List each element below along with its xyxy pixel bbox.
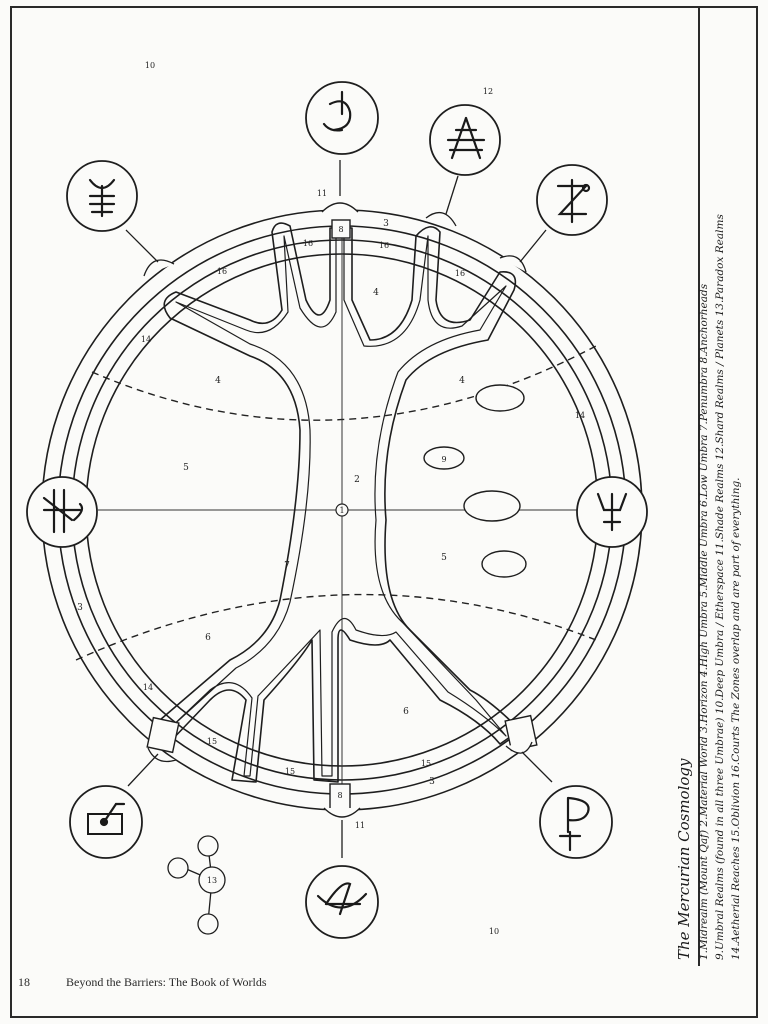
- connector-lower-left: [127, 753, 159, 787]
- low-umbra-boundary: [75, 593, 597, 661]
- pluto-sigil-icon: [558, 796, 590, 852]
- sigil-circle-bottom: [305, 865, 379, 939]
- label-high-umbra-top: 4: [373, 288, 379, 298]
- connector-lower-right: [521, 751, 553, 783]
- label-midrealm: 1: [339, 506, 344, 515]
- label-aether-right: 14: [575, 411, 585, 420]
- diagram-caption: The Mercurian Cosmology 1.Midrealm (Moun…: [672, 60, 744, 960]
- label-aether-left: 14: [141, 335, 151, 344]
- label-shard: 12: [483, 87, 493, 96]
- high-umbra-boundary: [91, 345, 597, 421]
- label-low-umbra-right: 6: [403, 707, 409, 717]
- umbral-realm-1: [475, 384, 525, 412]
- label-penumbra: 7: [284, 561, 290, 571]
- sigil-circle-lower-right: [539, 785, 613, 859]
- midrealm-center: [335, 503, 349, 517]
- label-horizon-top: 3: [383, 219, 389, 229]
- trident-icon: [596, 492, 628, 532]
- connector-left: [125, 229, 159, 263]
- label-oblivion-a: 15: [207, 737, 217, 746]
- label-paradox: 13: [207, 876, 217, 885]
- shade-bump-right: [499, 255, 527, 273]
- label-middle-umbra-right: 5: [441, 553, 447, 563]
- boxed-lever-icon: [87, 802, 126, 835]
- label-court-c: 16: [379, 241, 389, 250]
- label-aether-bottom: 14: [143, 683, 153, 692]
- running-title: Beyond the Barriers: The Book of Worlds: [66, 974, 267, 989]
- label-oblivion-b: 15: [285, 767, 295, 776]
- label-material-world: 2: [354, 475, 360, 485]
- caption-line-2: 9.Umbral Realms (found in all three Umbr…: [714, 214, 726, 960]
- shade-bump-lower-right: [505, 741, 533, 754]
- caption-line-1: 1.Midrealm (Mount Qaf) 2.Material World …: [698, 283, 710, 960]
- caption-title: The Mercurian Cosmology: [675, 758, 693, 960]
- label-middle-umbra-left: 5: [183, 463, 189, 473]
- label-low-umbra-left: 6: [205, 633, 211, 643]
- label-court-b: 16: [303, 239, 313, 248]
- label-deep-umbra-top: 10: [145, 61, 155, 70]
- shade-bump-bottom: [323, 807, 361, 818]
- label-umbral-realm: 9: [441, 455, 446, 464]
- label-deep-umbra-bottom: 10: [489, 927, 499, 936]
- label-court-a: 16: [217, 267, 227, 276]
- label-horizon-bottom: 3: [429, 777, 435, 787]
- umbral-realm-3: [463, 490, 521, 522]
- paradox-cluster: [167, 835, 226, 935]
- shade-bump-lower-left: [147, 747, 177, 763]
- umbral-realm-4: [481, 550, 527, 578]
- shade-bump-upper-right: [425, 211, 457, 227]
- crowned-cross-icon: [88, 178, 116, 218]
- zigzag-sigil-icon: [556, 178, 591, 224]
- shade-bump-left: [143, 259, 175, 277]
- label-high-umbra-right: 4: [459, 376, 465, 386]
- label-anchorhead-top: 8: [338, 225, 343, 234]
- label-oblivion-c: 15: [421, 759, 431, 768]
- label-shade-bottom: 11: [355, 821, 365, 830]
- ladder-a-icon: [446, 116, 486, 160]
- label-shade-top: 11: [317, 189, 327, 198]
- page-footer: 18 Beyond the Barriers: The Book of Worl…: [18, 972, 267, 992]
- page-frame: [10, 6, 758, 1018]
- umbral-realm-2: [423, 446, 465, 470]
- jupiter-arrow-icon: [316, 882, 368, 916]
- anchorhead-top: [331, 219, 351, 239]
- tree-outline-outer: [155, 222, 521, 783]
- label-court-d: 16: [455, 269, 465, 278]
- tree-outline-inner: [167, 235, 507, 777]
- label-anchorhead-bottom: 8: [337, 791, 342, 800]
- connector-right: [519, 229, 547, 263]
- caption-divider: [698, 6, 700, 966]
- label-horizon-left: 3: [77, 603, 83, 613]
- sigil-circle-top: [305, 81, 379, 155]
- caption-line-3: 14.Aetherial Reaches 15.Oblivion 16.Cour…: [730, 477, 742, 960]
- shade-bump-top: [321, 202, 359, 213]
- page-number: 18: [18, 974, 30, 989]
- mercury-hook-icon: [322, 90, 352, 132]
- label-high-umbra-left: 4: [215, 376, 221, 386]
- anchorhead-left: [146, 716, 180, 754]
- connector-upper-right: [445, 175, 459, 215]
- hashed-cross-icon: [42, 488, 84, 534]
